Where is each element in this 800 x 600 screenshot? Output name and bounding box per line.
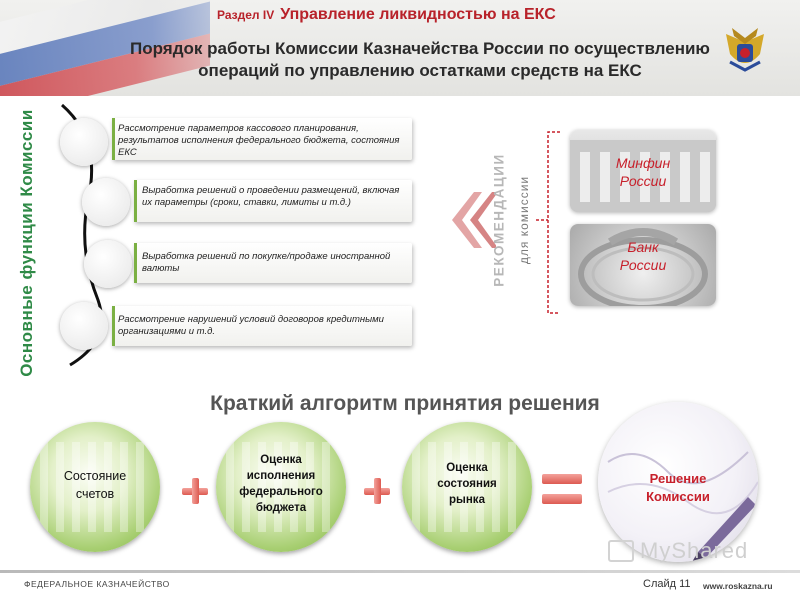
double-chevron-left-icon xyxy=(452,192,496,248)
decision-label: Решение Комиссии xyxy=(646,471,710,504)
step-2-line-4: бюджета xyxy=(255,502,307,514)
step-1-line-1: Состояние xyxy=(63,469,127,483)
algorithm-title: Краткий алгоритм принятия решения xyxy=(210,392,600,415)
footer-org: ФЕДЕРАЛЬНОЕ КАЗНАЧЕЙСТВО xyxy=(24,579,170,589)
footer-url[interactable]: www.roskazna.ru xyxy=(703,581,773,591)
footer-divider xyxy=(0,570,800,573)
function-bullet-4 xyxy=(60,302,108,350)
recommendations-sublabel: для комиссии xyxy=(517,175,531,265)
step-accounts-circle: Состояние счетов xyxy=(30,422,160,552)
plus-icon xyxy=(182,478,208,504)
slide-number: Слайд 11 xyxy=(643,578,691,590)
eagle-emblem-icon xyxy=(726,28,764,72)
function-item-3: Выработка решений по покупке/продаже ино… xyxy=(134,243,412,283)
recommendations-label: РЕКОМЕНДАЦИИ xyxy=(491,153,507,287)
recommendations-bracket xyxy=(536,131,560,314)
step-market-circle: Оценка состояния рынка xyxy=(402,422,532,552)
step-2-line-1: Оценка xyxy=(260,454,302,466)
step-1-line-2: счетов xyxy=(75,487,115,501)
section-heading: Раздел IV Управление ликвидностью на ЕКС xyxy=(217,6,556,24)
minfin-label-1: Минфин xyxy=(615,155,671,171)
function-item-2: Выработка решений о проведении размещени… xyxy=(134,180,412,222)
step-3-line-3: рынка xyxy=(449,494,485,506)
step-2-line-2: исполнения xyxy=(246,470,316,482)
step-budget-circle: Оценка исполнения федерального бюджета xyxy=(216,422,346,552)
step-3-line-1: Оценка xyxy=(446,462,488,474)
decision-circle: Решение Комиссии xyxy=(598,402,758,562)
functions-heading: Основные функции Комиссии xyxy=(17,109,36,377)
bank-russia-label-2: России xyxy=(619,257,667,273)
page-title-line2: операций по управлению остатками средств… xyxy=(198,61,642,80)
function-bullet-3 xyxy=(84,240,132,288)
section-label: Раздел IV xyxy=(217,8,275,22)
function-item-4: Рассмотрение нарушений условий договоров… xyxy=(112,306,412,346)
bank-russia-label-1: Банк xyxy=(627,239,659,255)
section-title: Управление ликвидностью на ЕКС xyxy=(280,6,556,23)
equals-icon xyxy=(542,474,582,506)
step-3-line-2: состояния xyxy=(437,478,497,490)
function-bullet-2 xyxy=(82,178,130,226)
page-title: Порядок работы Комиссии Казначейства Рос… xyxy=(100,38,740,82)
page-title-line1: Порядок работы Комиссии Казначейства Рос… xyxy=(130,39,710,58)
watermark-text: MyShared xyxy=(640,538,749,563)
minfin-label-2: России xyxy=(619,173,667,189)
function-item-1: Рассмотрение параметров кассового планир… xyxy=(112,118,412,160)
plus-icon xyxy=(364,478,390,504)
minfin-building-photo: Минфин России xyxy=(570,130,716,212)
function-bullet-1 xyxy=(60,118,108,166)
watermark-icon xyxy=(608,540,634,562)
bank-russia-coin-photo: Банк России xyxy=(570,224,716,306)
step-2-line-3: федерального xyxy=(239,486,323,498)
